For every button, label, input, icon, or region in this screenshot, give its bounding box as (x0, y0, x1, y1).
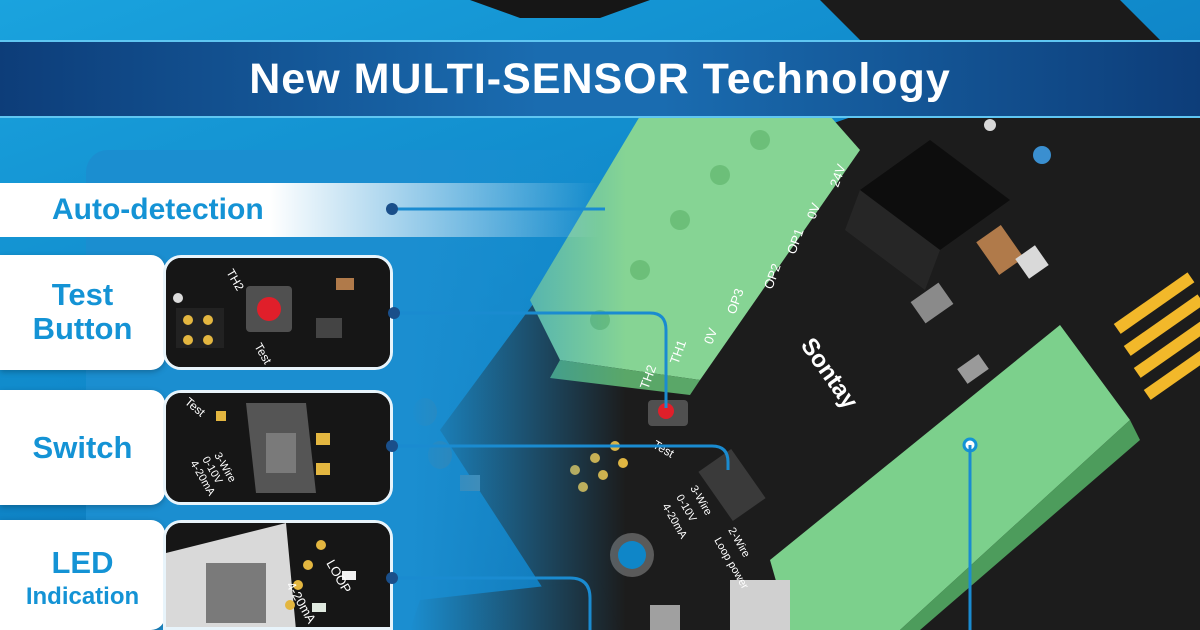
feature-label-switch: Switch (32, 430, 133, 465)
board-test-button (658, 403, 674, 419)
feature-label-auto-detection: Auto-detection (52, 193, 264, 226)
feature-label-led-line2: Indication (25, 583, 140, 610)
red-test-button-icon (257, 297, 281, 321)
feature-test-button: Test Button (0, 255, 165, 370)
gold-connector (1113, 272, 1200, 400)
title-band: New MULTI-SENSOR Technology (0, 40, 1200, 118)
switch-closeup: Test 3-Wire 0-10V 4-20mA (163, 390, 393, 505)
feature-led: LED Indication (0, 520, 165, 630)
feature-switch: Switch (0, 390, 165, 505)
silk-0v-bottom: 0V (701, 326, 721, 346)
feature-label-test-line1: Test (51, 277, 114, 312)
capacitor (845, 140, 1010, 290)
test-button-closeup: TH2 Test (163, 255, 393, 370)
led-closeup: LOOP 4-20mA (163, 520, 393, 630)
slide-switch-icon (266, 433, 296, 473)
feature-label-test-line2: Button (32, 311, 133, 346)
feature-auto-detection: Auto-detection (0, 183, 600, 237)
feature-label-led-line1: LED (51, 545, 114, 580)
silk-0v-top: 0V (804, 201, 824, 221)
led-icon (342, 571, 356, 580)
page-title: New MULTI-SENSOR Technology (249, 55, 951, 103)
